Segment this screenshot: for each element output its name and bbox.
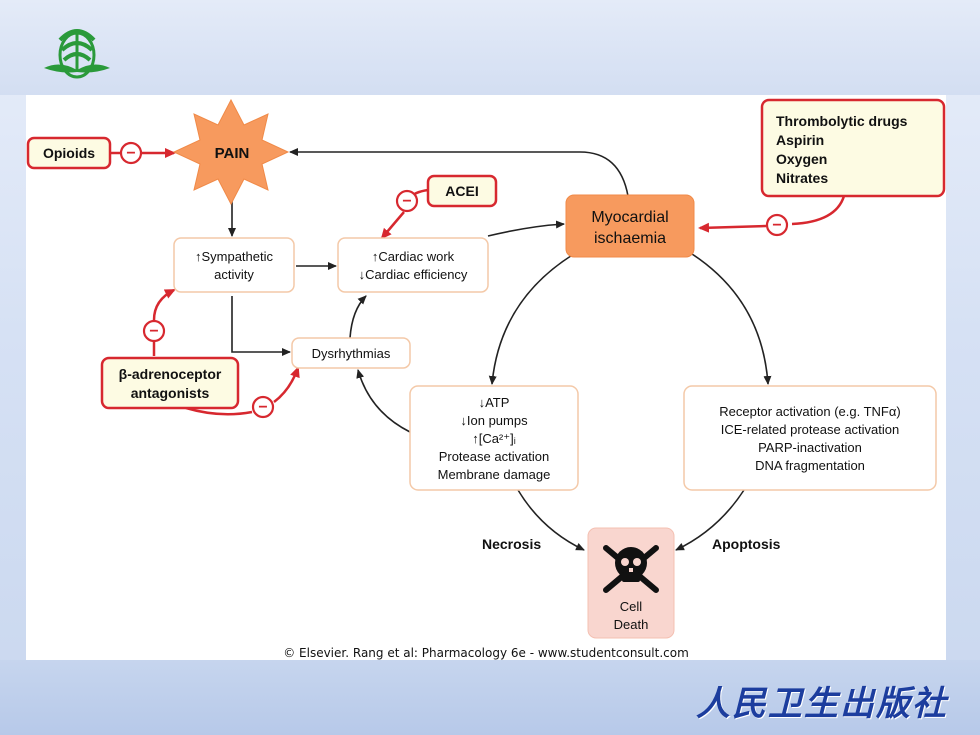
- protease-line: Protease activation: [439, 449, 550, 464]
- arrow-ischaemia-apoptosis: [691, 253, 772, 385]
- calcium-line: ↑[Ca²⁺]ᵢ: [472, 431, 516, 446]
- cell-line: Cell: [620, 599, 643, 614]
- beta-blocker-box: [100, 356, 240, 410]
- oxygen-line: Oxygen: [776, 151, 827, 167]
- aspirin-line: Aspirin: [776, 132, 824, 148]
- necrosis-mechanism-box: [409, 385, 579, 491]
- arrow-ischaemia-pain: [289, 148, 629, 197]
- beta-inhibit-sympathetic-arrow: [152, 288, 176, 321]
- acei-box: [426, 174, 498, 208]
- opioids-label: Opioids: [43, 145, 95, 161]
- inhibit-icon: −: [765, 213, 789, 237]
- antagonists-line: antagonists: [131, 385, 210, 401]
- thrombolytic-line: Thrombolytic drugs: [776, 113, 908, 129]
- acei-inhibit-arrow: [380, 211, 405, 240]
- ion-pumps-line: ↓Ion pumps: [460, 413, 528, 428]
- pain-label: PAIN: [215, 145, 250, 162]
- svg-text:−: −: [258, 399, 267, 416]
- thrombolytic-box: [760, 98, 946, 198]
- beta-inhibit-dysrhythmias-arrow: [273, 366, 300, 403]
- svg-text:−: −: [149, 323, 158, 340]
- inhibit-icon: −: [395, 189, 419, 213]
- pain-starburst: [172, 98, 290, 206]
- apoptosis-label: Apoptosis: [712, 536, 781, 552]
- sympathetic-box: [173, 237, 295, 293]
- inhibit-icon: −: [142, 319, 166, 343]
- myocardial-line: Myocardial: [591, 209, 668, 226]
- dysrhythmias-label: Dysrhythmias: [312, 346, 391, 361]
- acei-label: ACEI: [445, 183, 478, 199]
- arrow-cardiac-ischaemia: [487, 220, 565, 237]
- dysrhythmias-box: [291, 337, 411, 369]
- opioids-box: [26, 136, 112, 170]
- receptor-line: Receptor activation (e.g. TNFα): [719, 404, 900, 419]
- atp-line: ↓ATP: [479, 395, 510, 410]
- arrow-dysrhythmias-cardiac: [349, 295, 367, 339]
- svg-text:−: −: [772, 217, 781, 234]
- necrosis-label: Necrosis: [482, 536, 541, 552]
- thrombolytic-inhibit-arrow: [698, 222, 767, 233]
- activity-line: activity: [214, 267, 254, 282]
- apoptosis-mechanism-box: [683, 385, 937, 491]
- beta-line: β-adrenoceptor: [119, 366, 222, 382]
- logo-icon: [44, 29, 110, 79]
- cell-death-box: [587, 527, 675, 639]
- thrombolytic-link: [791, 195, 846, 226]
- ischaemia-line: ischaemia: [594, 230, 666, 247]
- arrow-ischaemia-necrosis: [488, 253, 575, 385]
- membrane-line: Membrane damage: [438, 467, 551, 482]
- cardiac-efficiency-line: ↓Cardiac efficiency: [359, 267, 468, 282]
- arrow-necrosis-dysrhythmias: [356, 369, 411, 433]
- nitrates-line: Nitrates: [776, 170, 828, 186]
- inhibit-icon: −: [119, 141, 143, 165]
- myocardial-ischaemia-box: [565, 194, 695, 258]
- cardiac-work-line: ↑Cardiac work: [372, 249, 455, 264]
- sympathetic-line: ↑Sympathetic: [195, 249, 274, 264]
- skull-crossbones-icon: [603, 545, 659, 593]
- publisher-logo: 人民卫生出版社: [696, 684, 948, 724]
- footer-band: [0, 660, 980, 735]
- death-line: Death: [614, 617, 649, 632]
- cardiac-work-box: [337, 237, 489, 293]
- parp-line: PARP-inactivation: [758, 440, 862, 455]
- header-band: [0, 0, 980, 95]
- inhibit-icon: −: [251, 395, 275, 419]
- arrow-necrosis-death: [517, 489, 585, 551]
- arrow-apoptosis-death: [675, 489, 745, 551]
- svg-text:−: −: [402, 193, 411, 210]
- ice-line: ICE-related protease activation: [721, 422, 899, 437]
- dna-line: DNA fragmentation: [755, 458, 865, 473]
- beta-link-right: [185, 406, 253, 416]
- copyright-notice: © Elsevier. Rang et al: Pharmacology 6e …: [283, 646, 689, 660]
- svg-text:−: −: [126, 145, 135, 162]
- arrow-sympathetic-dysrhythmias: [231, 296, 291, 356]
